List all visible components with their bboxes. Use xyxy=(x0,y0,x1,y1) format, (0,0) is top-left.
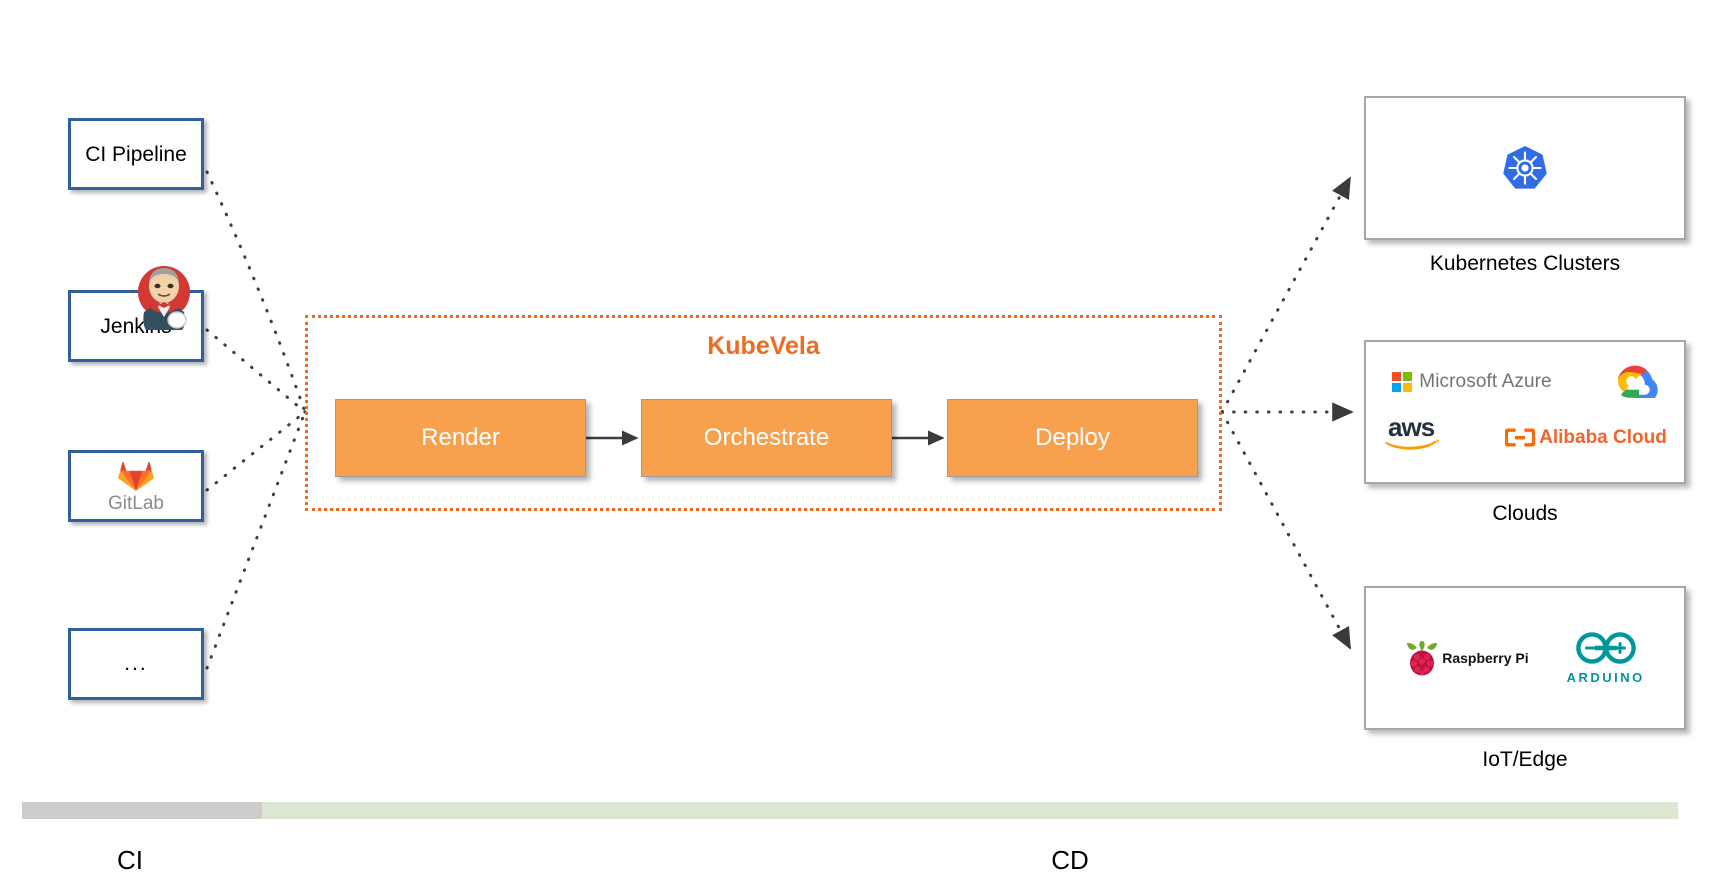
target-box-kubernetes[interactable] xyxy=(1364,96,1686,240)
kubernetes-icon xyxy=(1503,146,1547,189)
stage-box-orchestrate[interactable]: Orchestrate xyxy=(641,399,892,477)
source-box-ci-pipeline[interactable]: CI Pipeline xyxy=(68,118,204,190)
target-caption-iot-edge: IoT/Edge xyxy=(1482,748,1568,771)
aws-smile-icon xyxy=(1385,439,1440,450)
target-caption-clouds: Clouds xyxy=(1492,502,1558,525)
microsoft-azure-wordmark: Microsoft Azure xyxy=(1419,370,1552,392)
target-caption-kubernetes: Kubernetes Clusters xyxy=(1429,252,1621,275)
kubevela-title: KubeVela xyxy=(707,332,820,360)
clouds-logo-row-bottom: aws Alibaba Cloud xyxy=(1383,412,1667,458)
microsoft-azure-logo: Microsoft Azure xyxy=(1392,370,1552,393)
jenkins-icon xyxy=(138,266,190,330)
arduino-icon xyxy=(1575,632,1636,664)
phase-label-ci: CI xyxy=(117,845,143,875)
target-connectors xyxy=(1220,176,1354,650)
target-box-iot-edge[interactable]: Raspberry Pi ARDUINO xyxy=(1364,586,1686,730)
stage-label-orchestrate: Orchestrate xyxy=(703,424,830,451)
phase-segment-ci xyxy=(22,802,262,819)
source-label-more: ... xyxy=(124,652,148,675)
clouds-logo-row-top: Microsoft Azure xyxy=(1392,365,1658,399)
alibaba-cloud-icon xyxy=(1505,428,1536,446)
stage-box-deploy[interactable]: Deploy xyxy=(947,399,1198,477)
source-box-more[interactable]: ... xyxy=(68,628,204,700)
aws-logo: aws xyxy=(1383,412,1440,458)
phase-bar xyxy=(22,802,1678,819)
source-label-ci-pipeline: CI Pipeline xyxy=(85,142,187,166)
source-box-gitlab[interactable]: GitLab xyxy=(68,450,204,522)
raspberry-pi-icon xyxy=(1407,641,1438,676)
alibaba-cloud-logo: Alibaba Cloud xyxy=(1505,427,1667,449)
stage-box-render[interactable]: Render xyxy=(335,399,586,477)
gitlab-icon xyxy=(118,461,154,491)
gitlab-wordmark: GitLab xyxy=(108,492,164,514)
kubevela-container: KubeVela xyxy=(305,315,1222,511)
aws-wordmark: aws xyxy=(1388,412,1435,443)
target-box-clouds[interactable]: Microsoft Azure aws xyxy=(1364,340,1686,484)
stage-label-render: Render xyxy=(421,424,500,451)
arduino-logo: ARDUINO xyxy=(1567,631,1645,685)
arduino-wordmark: ARDUINO xyxy=(1566,670,1645,685)
stage-label-deploy: Deploy xyxy=(1035,424,1110,451)
gitlab-logo: GitLab xyxy=(108,458,164,515)
google-cloud-icon xyxy=(1617,366,1658,399)
source-connectors xyxy=(205,170,307,670)
alibaba-cloud-wordmark: Alibaba Cloud xyxy=(1539,426,1667,448)
raspberry-pi-wordmark: Raspberry Pi xyxy=(1442,650,1529,666)
raspberry-pi-logo: Raspberry Pi xyxy=(1405,640,1529,676)
phase-segment-cd xyxy=(262,802,1678,819)
microsoft-azure-icon xyxy=(1392,371,1413,392)
phase-label-cd: CD xyxy=(1051,845,1089,875)
